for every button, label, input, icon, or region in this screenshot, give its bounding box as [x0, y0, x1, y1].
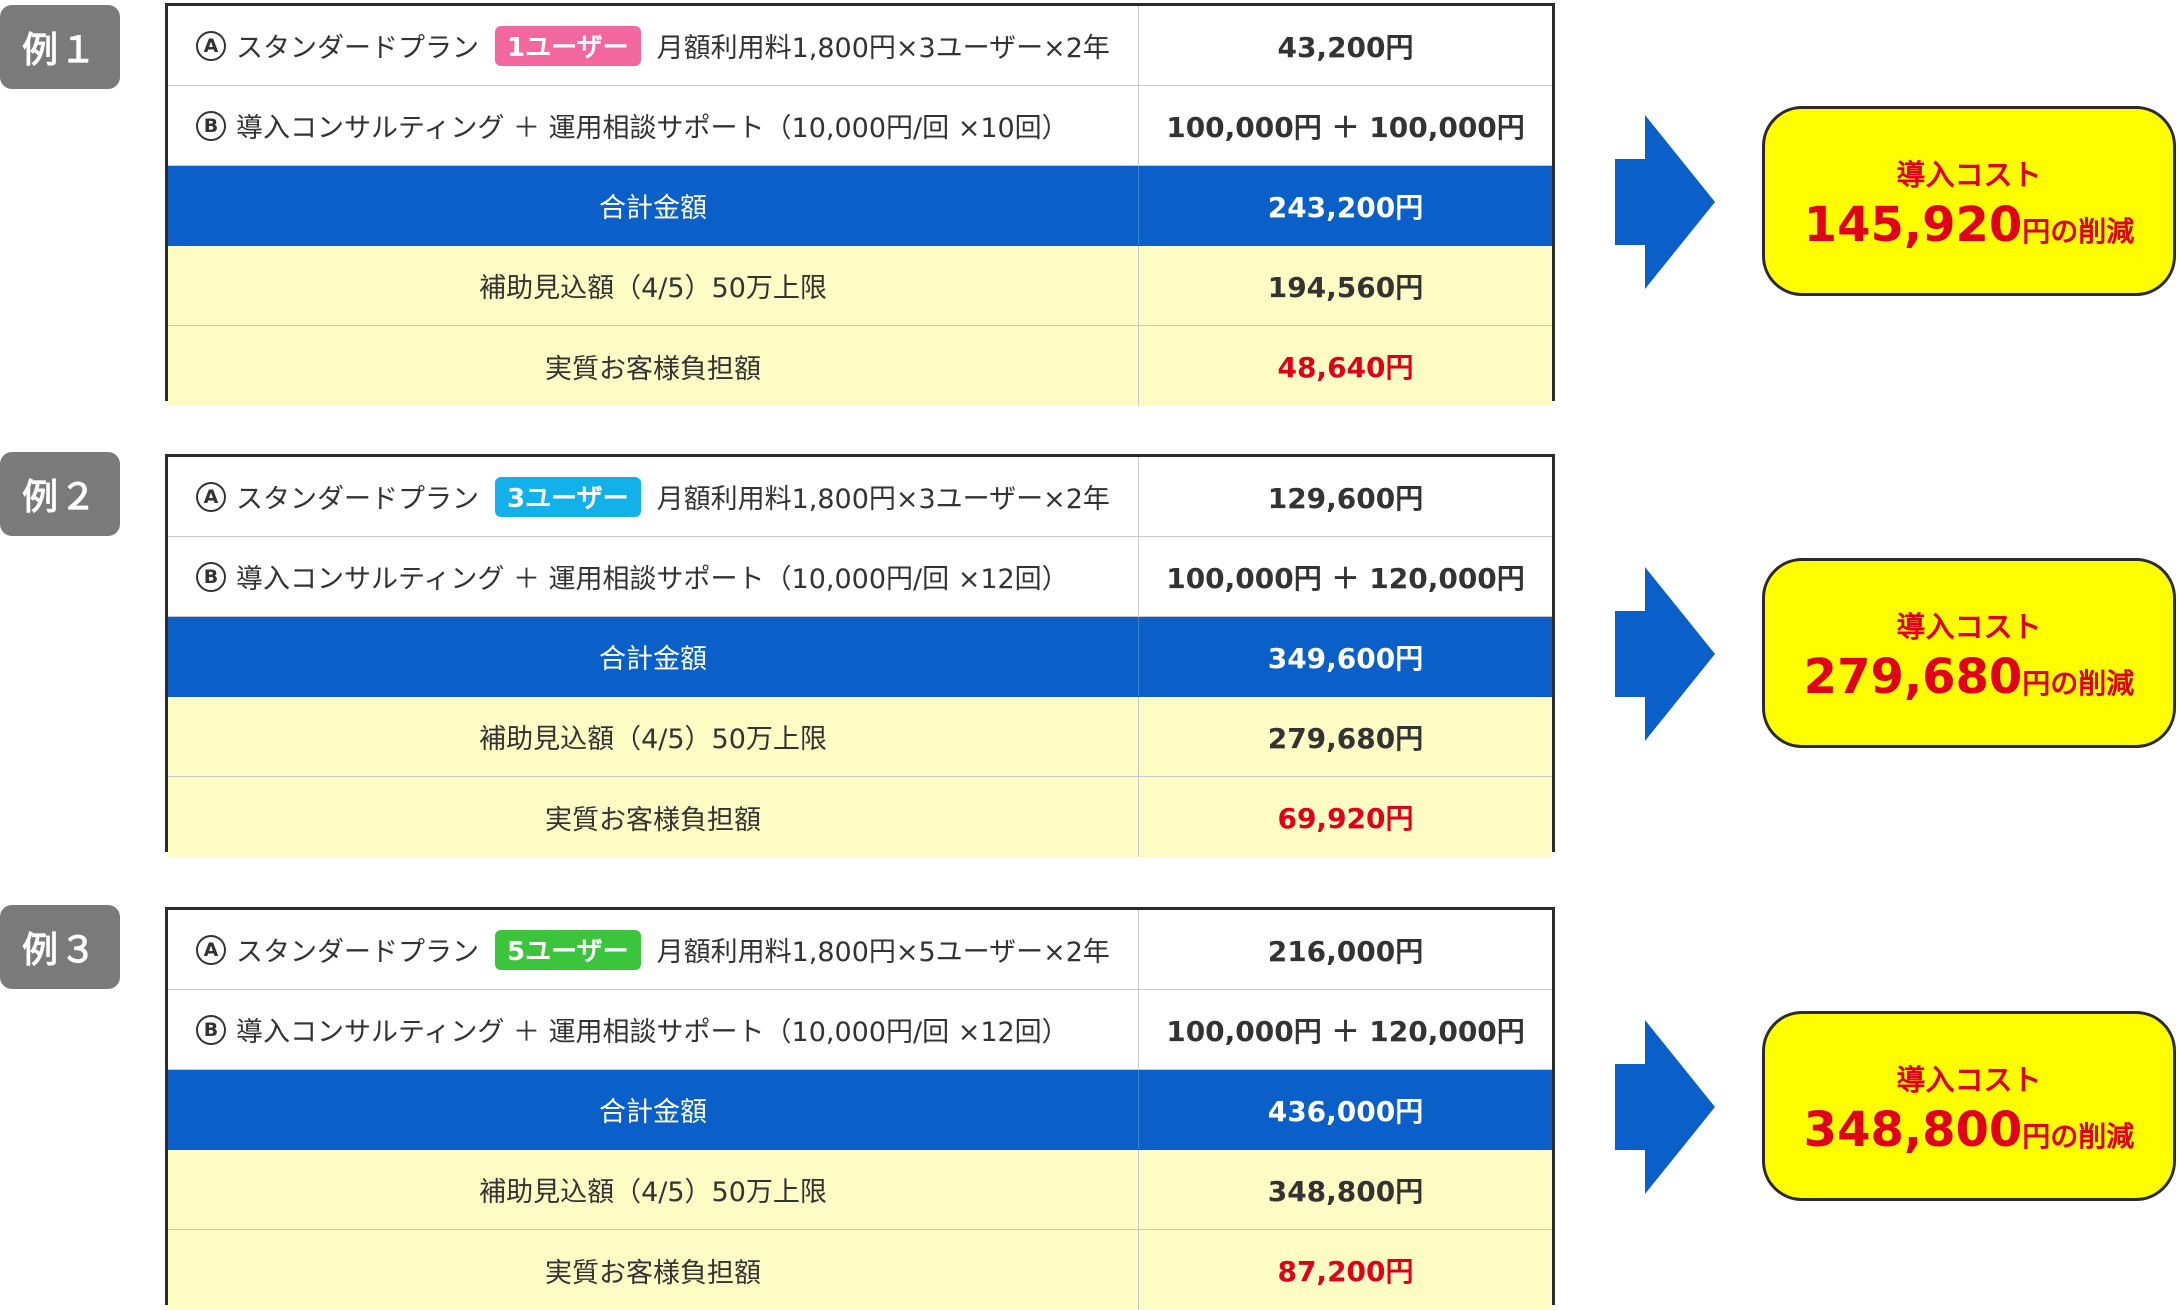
example-3-label: 例３ — [0, 905, 120, 989]
result-suffix: 円の削減 — [2022, 666, 2135, 700]
circled-a-icon: A — [196, 481, 226, 512]
example-1-label: 例１ — [0, 5, 120, 89]
table-row: 補助見込額（4/5）50万上限 194,560円 — [168, 246, 1552, 326]
plan-a-label: スタンダードプラン — [236, 484, 479, 515]
table-row: A スタンダードプラン 1ユーザー 月額利用料1,800円×3ユーザー×2年 4… — [168, 6, 1552, 86]
result-title: 導入コスト — [1896, 1062, 2042, 1097]
subsidy-amount: 279,680円 — [1267, 721, 1424, 755]
circled-b-icon: B — [196, 110, 226, 141]
burden-amount: 48,640円 — [1277, 351, 1414, 384]
table-row: 合計金額 243,200円 — [168, 166, 1552, 246]
result-title: 導入コスト — [1896, 609, 2042, 644]
subsidy-amount: 348,800円 — [1267, 1174, 1424, 1208]
burden-amount: 87,200円 — [1277, 1255, 1414, 1288]
plan-a-amount: 216,000円 — [1267, 934, 1424, 968]
table-row: 実質お客様負担額 87,200円 — [168, 1230, 1552, 1310]
subsidy-label: 補助見込額（4/5）50万上限 — [168, 697, 1139, 776]
user-badge: 3ユーザー — [495, 476, 641, 517]
plan-b-amount: 100,000円 ＋ 120,000円 — [1166, 561, 1525, 595]
result-box-3: 導入コスト 348,800円の削減 — [1762, 1011, 2176, 1201]
burden-label: 実質お客様負担額 — [168, 777, 1139, 857]
arrow-right-icon — [1615, 567, 1715, 741]
result-box-1: 導入コスト 145,920円の削減 — [1762, 106, 2176, 296]
example-2-label: 例２ — [0, 452, 120, 536]
burden-label: 実質お客様負担額 — [168, 326, 1139, 406]
table-row: 実質お客様負担額 48,640円 — [168, 326, 1552, 406]
example-2-table: A スタンダードプラン 3ユーザー 月額利用料1,800円×3ユーザー×2年 1… — [165, 454, 1555, 857]
total-label: 合計金額 — [168, 166, 1139, 245]
circled-a-icon: A — [196, 934, 226, 965]
user-badge: 1ユーザー — [495, 25, 641, 66]
table-row: 補助見込額（4/5）50万上限 279,680円 — [168, 697, 1552, 777]
plan-a-label: スタンダードプラン — [236, 937, 479, 968]
plan-a-description: 月額利用料1,800円×3ユーザー×2年 — [656, 33, 1110, 64]
circled-b-icon: B — [196, 561, 226, 592]
total-amount: 349,600円 — [1267, 641, 1424, 675]
circled-b-icon: B — [196, 1014, 226, 1045]
example-3-table: A スタンダードプラン 5ユーザー 月額利用料1,800円×5ユーザー×2年 2… — [165, 907, 1555, 1310]
plan-b-description: 導入コンサルティング ＋ 運用相談サポート（10,000円/回 ×12回） — [236, 564, 1069, 595]
plan-b-description: 導入コンサルティング ＋ 運用相談サポート（10,000円/回 ×10回） — [236, 113, 1069, 144]
table-row: B 導入コンサルティング ＋ 運用相談サポート（10,000円/回 ×10回） … — [168, 86, 1552, 166]
table-row: A スタンダードプラン 5ユーザー 月額利用料1,800円×5ユーザー×2年 2… — [168, 910, 1552, 990]
saving-amount: 279,680 — [1803, 648, 2023, 705]
table-row: 合計金額 436,000円 — [168, 1070, 1552, 1150]
subsidy-label: 補助見込額（4/5）50万上限 — [168, 1150, 1139, 1229]
result-suffix: 円の削減 — [2022, 1119, 2135, 1153]
total-amount: 243,200円 — [1267, 190, 1424, 224]
burden-label: 実質お客様負担額 — [168, 1230, 1139, 1310]
table-row: B 導入コンサルティング ＋ 運用相談サポート（10,000円/回 ×12回） … — [168, 537, 1552, 617]
plan-a-description: 月額利用料1,800円×5ユーザー×2年 — [656, 937, 1110, 968]
plan-a-amount: 129,600円 — [1267, 481, 1424, 515]
burden-amount: 69,920円 — [1277, 802, 1414, 835]
table-row: 合計金額 349,600円 — [168, 617, 1552, 697]
total-amount: 436,000円 — [1267, 1094, 1424, 1128]
plan-b-amount: 100,000円 ＋ 120,000円 — [1166, 1014, 1525, 1048]
arrow-right-icon — [1615, 1020, 1715, 1194]
plan-a-label: スタンダードプラン — [236, 33, 479, 64]
subsidy-label: 補助見込額（4/5）50万上限 — [168, 246, 1139, 325]
arrow-right-icon — [1615, 115, 1715, 289]
total-label: 合計金額 — [168, 617, 1139, 696]
subsidy-amount: 194,560円 — [1267, 270, 1424, 304]
circled-a-icon: A — [196, 30, 226, 61]
plan-b-description: 導入コンサルティング ＋ 運用相談サポート（10,000円/回 ×12回） — [236, 1017, 1069, 1048]
table-row: 実質お客様負担額 69,920円 — [168, 777, 1552, 857]
saving-amount: 348,800 — [1803, 1101, 2023, 1158]
total-label: 合計金額 — [168, 1070, 1139, 1149]
plan-a-amount: 43,200円 — [1277, 30, 1414, 64]
plan-b-amount: 100,000円 ＋ 100,000円 — [1166, 110, 1525, 144]
result-suffix: 円の削減 — [2022, 214, 2135, 248]
user-badge: 5ユーザー — [495, 929, 641, 970]
result-box-2: 導入コスト 279,680円の削減 — [1762, 558, 2176, 748]
plan-a-description: 月額利用料1,800円×3ユーザー×2年 — [656, 484, 1110, 515]
table-row: A スタンダードプラン 3ユーザー 月額利用料1,800円×3ユーザー×2年 1… — [168, 457, 1552, 537]
result-title: 導入コスト — [1896, 157, 2042, 192]
example-1-table: A スタンダードプラン 1ユーザー 月額利用料1,800円×3ユーザー×2年 4… — [165, 3, 1555, 406]
table-row: B 導入コンサルティング ＋ 運用相談サポート（10,000円/回 ×12回） … — [168, 990, 1552, 1070]
table-row: 補助見込額（4/5）50万上限 348,800円 — [168, 1150, 1552, 1230]
saving-amount: 145,920 — [1803, 196, 2023, 253]
